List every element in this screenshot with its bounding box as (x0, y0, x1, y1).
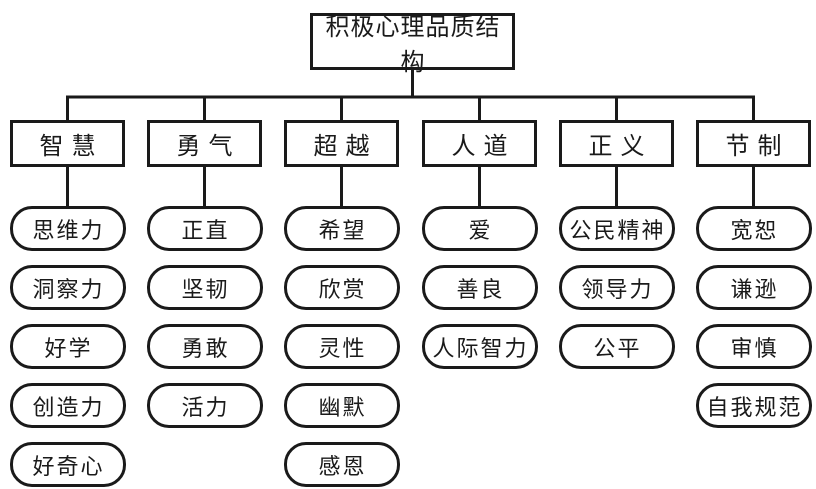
trait-node: 创造力 (9, 383, 126, 428)
trait-column-courage: 正直 坚韧 勇敢 活力 (146, 206, 263, 428)
trait-node: 活力 (146, 383, 263, 428)
trait-column-justice: 公民精神 领导力 公平 (558, 206, 675, 369)
trait-node: 希望 (283, 206, 400, 251)
trait-node: 爱 (421, 206, 538, 251)
trait-node: 正直 (146, 206, 263, 251)
trait-node: 幽默 (283, 383, 400, 428)
category-box-transcendence: 超越 (284, 120, 399, 167)
category-box-courage: 勇气 (147, 120, 262, 167)
trait-node: 灵性 (283, 324, 400, 369)
trait-node: 欣赏 (283, 265, 400, 310)
trait-node: 好奇心 (9, 442, 126, 487)
category-box-humanity: 人道 (422, 120, 537, 167)
trait-node: 好学 (9, 324, 126, 369)
trait-node: 宽恕 (695, 206, 812, 251)
trait-node: 思维力 (9, 206, 126, 251)
trait-node: 坚韧 (146, 265, 263, 310)
trait-node: 审慎 (695, 324, 812, 369)
trait-node: 领导力 (558, 265, 675, 310)
trait-column-transcendence: 希望 欣赏 灵性 幽默 感恩 (283, 206, 400, 487)
category-box-justice: 正义 (559, 120, 674, 167)
trait-node: 自我规范 (695, 383, 812, 428)
trait-node: 公平 (558, 324, 675, 369)
trait-node: 善良 (421, 265, 538, 310)
trait-column-wisdom: 思维力 洞察力 好学 创造力 好奇心 (9, 206, 126, 487)
trait-node: 勇敢 (146, 324, 263, 369)
category-box-wisdom: 智慧 (10, 120, 125, 167)
trait-node: 感恩 (283, 442, 400, 487)
trait-node: 洞察力 (9, 265, 126, 310)
root-node: 积极心理品质结构 (310, 13, 515, 76)
trait-column-temperance: 宽恕 谦逊 审慎 自我规范 (695, 206, 812, 428)
trait-node: 公民精神 (558, 206, 675, 251)
category-box-temperance: 节制 (696, 120, 811, 167)
trait-column-humanity: 爱 善良 人际智力 (421, 206, 538, 369)
trait-node: 人际智力 (421, 324, 538, 369)
trait-node: 谦逊 (695, 265, 812, 310)
